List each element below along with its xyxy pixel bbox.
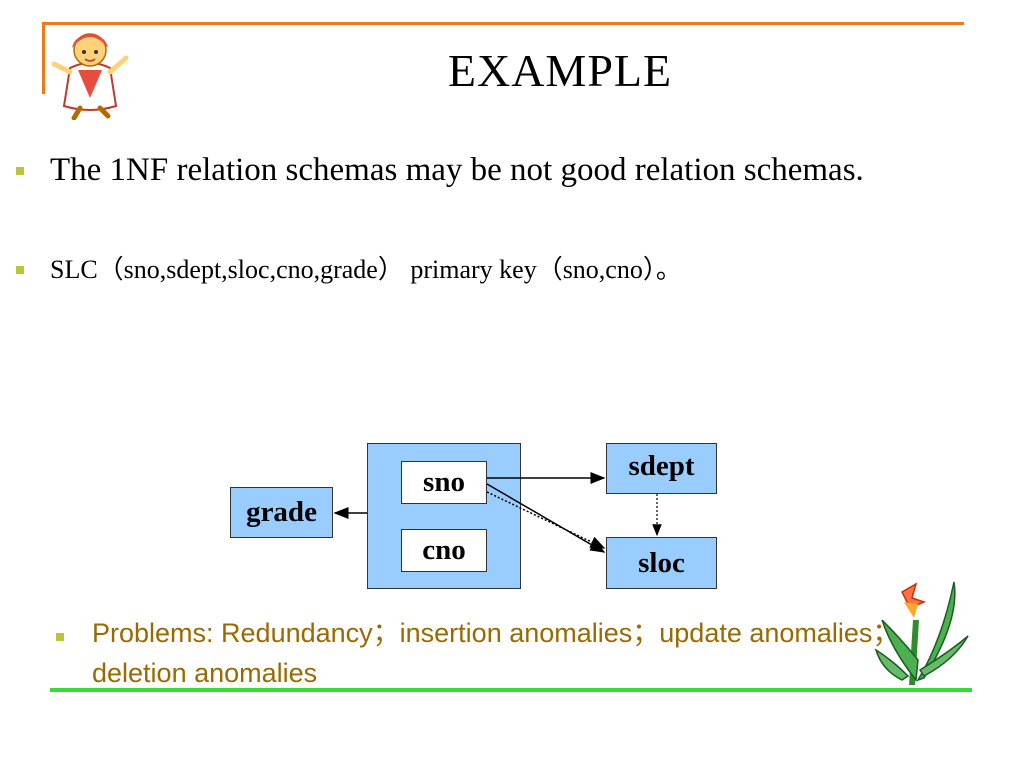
bullet-marker	[16, 167, 24, 175]
node-sloc: sloc	[606, 537, 717, 589]
node-sdept-label: sdept	[628, 450, 695, 482]
node-grade-label: grade	[246, 496, 317, 528]
node-sno-label: sno	[423, 466, 465, 498]
bullet-marker	[56, 633, 64, 641]
bullet-text-slc: SLC（sno,sdept,sloc,cno,grade） primary ke…	[50, 255, 682, 284]
green-underline	[50, 688, 972, 692]
node-sloc-label: sloc	[638, 547, 685, 579]
orange-frame-top	[42, 22, 964, 25]
node-sno: sno	[401, 461, 487, 504]
node-cno: cno	[401, 529, 487, 572]
bullet-text-1nf: The 1NF relation schemas may be not good…	[50, 152, 864, 188]
node-sdept: sdept	[606, 443, 717, 494]
bullet-text-problems: Problems: Redundancy；insertion anomalies…	[92, 618, 900, 688]
orange-frame-left	[42, 22, 45, 94]
node-grade: grade	[230, 487, 333, 538]
arrow-sno-to-sloc-transitive	[486, 491, 606, 549]
node-cno-label: cno	[422, 534, 466, 566]
flower-plant-icon	[874, 581, 969, 685]
bullet-marker	[16, 266, 24, 274]
slide-title: EXAMPLE	[447, 45, 673, 96]
arrow-sno-to-sloc	[486, 483, 606, 553]
cartoon-girl-icon	[51, 33, 129, 120]
